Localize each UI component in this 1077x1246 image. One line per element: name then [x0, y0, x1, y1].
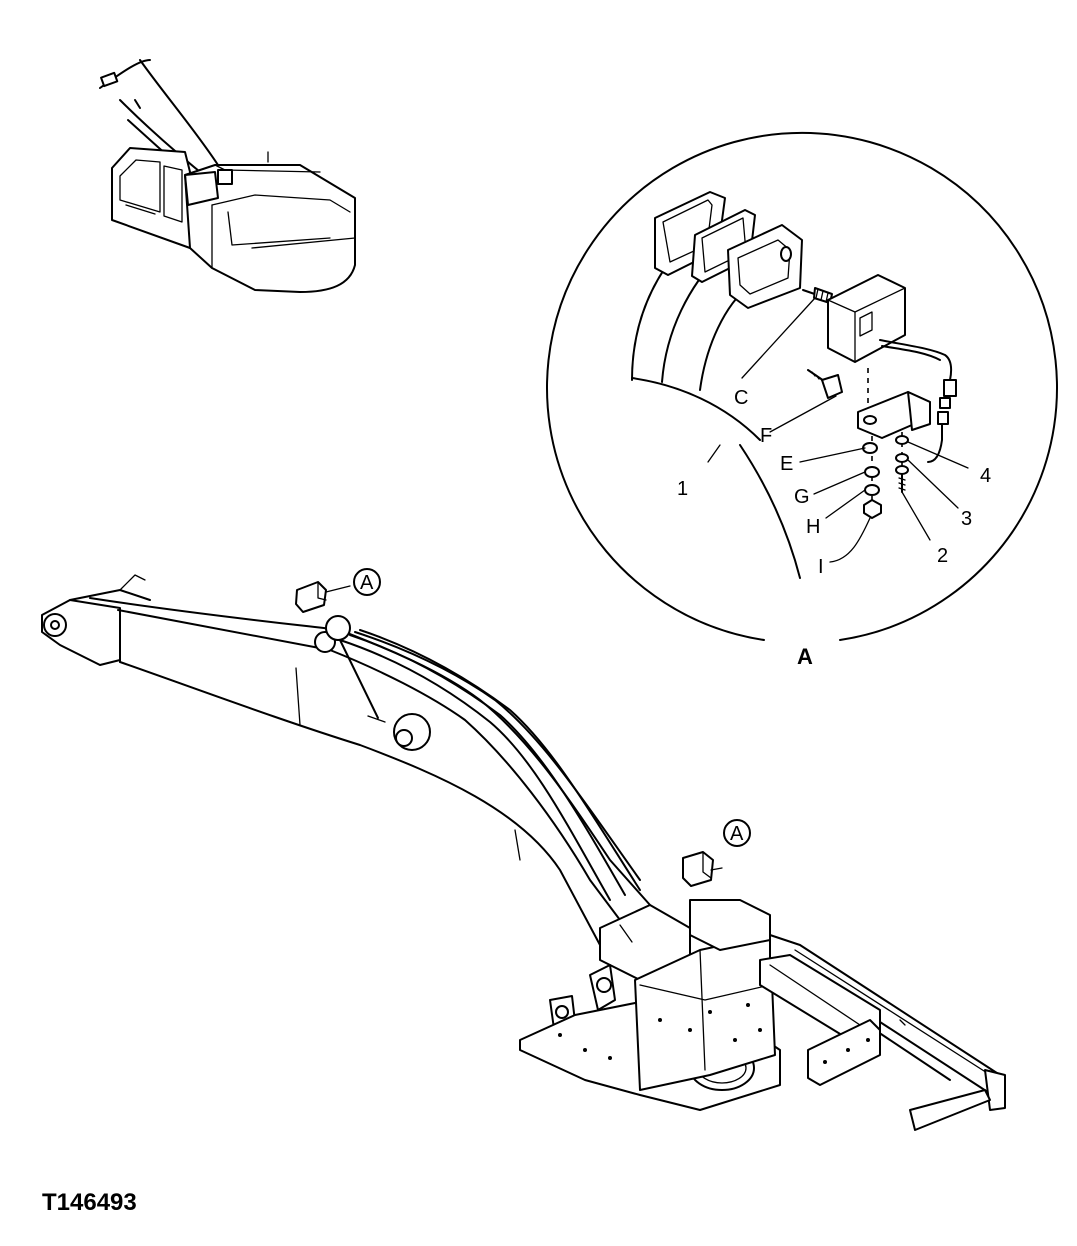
label-f: F — [760, 425, 772, 447]
label-2: 2 — [937, 545, 948, 567]
label-h: H — [806, 516, 820, 538]
callout-a-boom-label: A — [360, 572, 374, 594]
label-g: G — [794, 486, 810, 508]
label-c: C — [734, 387, 748, 409]
work-lamp-housing — [827, 274, 906, 363]
washer-4 — [895, 435, 909, 445]
washer-h — [864, 484, 880, 496]
detail-view-label: A — [797, 644, 813, 669]
washer-g — [864, 466, 880, 478]
washer-3 — [895, 453, 909, 463]
label-e: E — [780, 453, 793, 475]
frame-work-lamp — [682, 851, 723, 887]
detail-view-a: C F E G H I 1 2 3 4 A — [546, 131, 1058, 669]
nut-i — [863, 499, 882, 519]
bolt-2 — [895, 465, 909, 493]
label-1: 1 — [677, 478, 688, 500]
label-4: 4 — [980, 465, 991, 487]
callout-a-frame: A — [723, 819, 751, 847]
work-lamp-lens — [727, 224, 803, 309]
lamp-bracket — [857, 368, 931, 439]
callout-a-boom: A — [353, 568, 381, 596]
figure-id: T146493 — [42, 1189, 137, 1216]
label-3: 3 — [961, 508, 972, 530]
label-i: I — [818, 556, 824, 578]
bolt-f — [807, 369, 843, 399]
lamp-wire — [879, 339, 957, 463]
machine-locator-illustration — [99, 59, 356, 293]
boom-assembly-illustration: A — [41, 568, 1006, 1131]
callout-a-frame-label: A — [730, 823, 744, 845]
boom-work-lamp — [295, 581, 351, 613]
